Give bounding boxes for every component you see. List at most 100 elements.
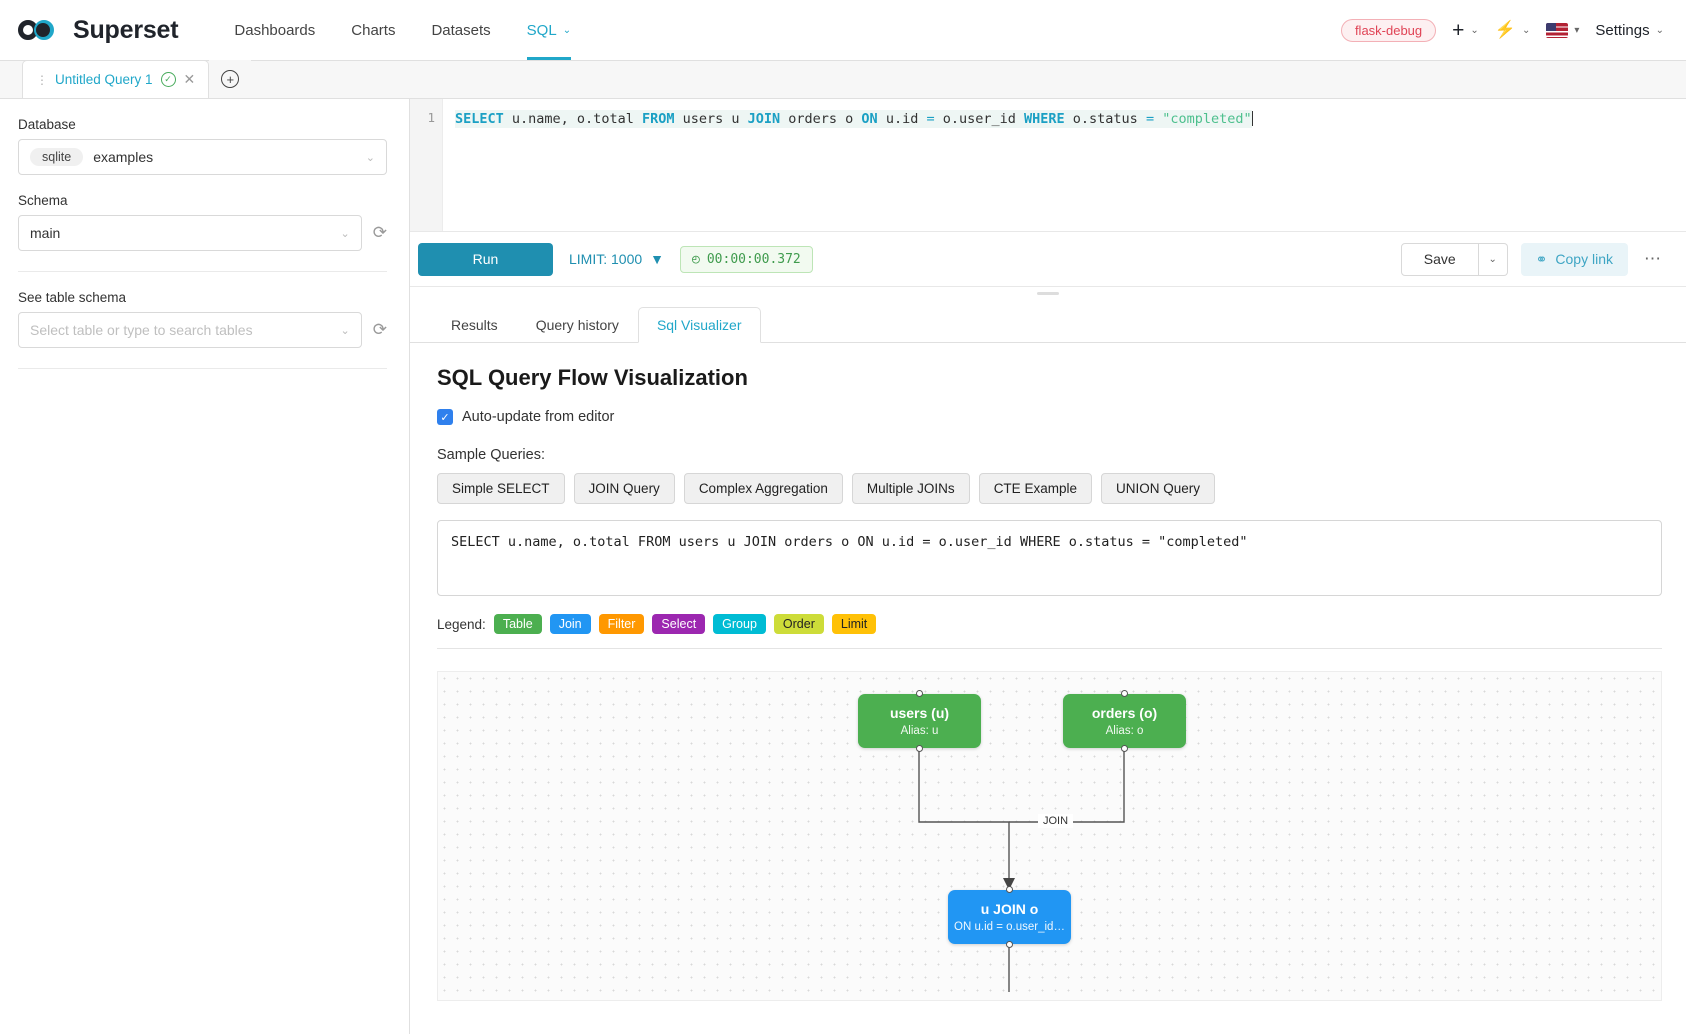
result-tabs: Results Query history Sql Visualizer: [410, 299, 1686, 343]
node-handle-top[interactable]: [1121, 690, 1128, 697]
tab-sql-visualizer[interactable]: Sql Visualizer: [637, 307, 761, 343]
node-handle-bottom[interactable]: [916, 745, 923, 752]
copy-link-button[interactable]: ⚭ Copy link: [1520, 242, 1628, 276]
database-engine-badge: sqlite: [30, 148, 84, 166]
save-dropdown-button[interactable]: ⌄: [1478, 242, 1508, 276]
text-cursor: [1251, 111, 1253, 126]
more-options-icon[interactable]: ⋯: [1644, 249, 1661, 268]
table-schema-label: See table schema: [18, 290, 127, 305]
flow-node-join[interactable]: u JOIN o ON u.id = o.user_id…: [948, 886, 1071, 948]
timer-value: 00:00:00.372: [706, 251, 801, 267]
sql-editor[interactable]: 1 SELECT u.name, o.total FROM users u JO…: [410, 99, 1686, 232]
sql-code-line: SELECT u.name, o.total FROM users u JOIN…: [455, 110, 1252, 128]
chevron-down-icon: ⌄: [562, 24, 572, 36]
line-number: 1: [427, 110, 435, 125]
limit-label: LIMIT: 1000: [569, 251, 643, 267]
nav-item-datasets[interactable]: Datasets: [413, 0, 508, 60]
node-handle-bottom[interactable]: [1006, 941, 1013, 948]
refresh-tables-icon[interactable]: ⟳: [372, 320, 387, 339]
tab-results[interactable]: Results: [432, 307, 517, 343]
sample-queries-label: Sample Queries:: [437, 447, 545, 463]
query-tab-strip: ⋮ Untitled Query 1 ✓ ✕ +: [0, 60, 1686, 99]
plus-circle-icon: +: [221, 70, 240, 88]
chevron-down-icon: ▼: [650, 251, 665, 267]
database-select[interactable]: sqlite examples ⌄: [18, 139, 387, 175]
legend-badge-limit: Limit: [831, 614, 877, 634]
sample-button-union-query[interactable]: UNION Query: [1100, 473, 1215, 504]
legend-badge-filter: Filter: [598, 614, 645, 634]
editor-code-area[interactable]: SELECT u.name, o.total FROM users u JOIN…: [443, 99, 1686, 231]
superset-logo[interactable]: Superset: [18, 15, 179, 45]
auto-update-row: ✓ Auto-update from editor: [437, 409, 1662, 425]
chevron-down-icon: ⌄: [340, 227, 350, 240]
tab-query-history[interactable]: Query history: [517, 307, 638, 343]
run-button[interactable]: Run: [418, 242, 553, 276]
query-input-textarea[interactable]: [437, 520, 1662, 596]
flow-node-orders[interactable]: orders (o) Alias: o: [1063, 690, 1186, 752]
query-tab-label: Untitled Query 1: [55, 72, 153, 87]
query-tab-untitled-query-1[interactable]: ⋮ Untitled Query 1 ✓ ✕: [22, 60, 210, 98]
nav-item-sql[interactable]: SQL ⌄: [509, 0, 589, 60]
node-handle-top[interactable]: [1006, 886, 1013, 893]
top-navbar: Superset Dashboards Charts Datasets SQL …: [0, 0, 1686, 61]
editor-toolbar: Run LIMIT: 1000 ▼ ◴ 00:00:00.372 Save ⌄ …: [410, 232, 1686, 287]
copy-link-label: Copy link: [1555, 251, 1613, 267]
sample-query-buttons: Simple SELECT JOIN Query Complex Aggrega…: [437, 473, 1662, 504]
language-selector[interactable]: ▾: [1546, 22, 1579, 38]
flow-canvas[interactable]: JOIN users (u) Alias: u orders (o) Alias…: [437, 671, 1662, 1001]
chevron-down-icon: ⌄: [1488, 253, 1497, 265]
refresh-schema-icon[interactable]: ⟳: [372, 223, 387, 242]
clock-icon: ◴: [692, 251, 700, 267]
nav-links: Dashboards Charts Datasets SQL ⌄: [216, 0, 589, 60]
flow-edges: [918, 748, 1125, 992]
infinity-logo-icon: [18, 17, 64, 43]
limit-dropdown[interactable]: LIMIT: 1000 ▼: [569, 251, 664, 267]
add-query-tab-button[interactable]: +: [209, 60, 252, 98]
flow-node-users[interactable]: users (u) Alias: u: [858, 690, 981, 752]
auto-update-checkbox[interactable]: ✓: [437, 409, 453, 425]
brand-name: Superset: [73, 15, 179, 44]
settings-menu[interactable]: Settings ⌄: [1595, 22, 1664, 39]
auto-update-label: Auto-update from editor: [462, 409, 615, 425]
flow-node-join-title: u JOIN o: [980, 901, 1039, 917]
legend-badge-order: Order: [773, 614, 824, 634]
database-label: Database: [18, 117, 76, 132]
success-check-icon: ✓: [160, 72, 176, 87]
nav-item-dashboards[interactable]: Dashboards: [216, 0, 333, 60]
sample-button-cte-example[interactable]: CTE Example: [978, 473, 1092, 504]
editor-pane: 1 SELECT u.name, o.total FROM users u JO…: [410, 99, 1686, 1034]
sample-button-complex-aggregation[interactable]: Complex Aggregation: [683, 473, 843, 504]
quick-actions-button[interactable]: ⚡ ⌄: [1495, 20, 1531, 40]
table-search-input[interactable]: Select table or type to search tables ⌄: [18, 312, 362, 348]
sample-button-multiple-joins[interactable]: Multiple JOINs: [851, 473, 970, 504]
chevron-down-icon: ⌄: [340, 324, 350, 337]
tab-query-history-label: Query history: [535, 317, 619, 333]
sample-button-simple-select[interactable]: Simple SELECT: [437, 473, 565, 504]
schema-value: main: [30, 225, 61, 241]
nav-item-charts[interactable]: Charts: [333, 0, 413, 60]
lightning-bolt-icon: ⚡: [1494, 20, 1516, 39]
save-button-group: Save ⌄: [1400, 242, 1508, 276]
pane-resize-handle[interactable]: [410, 287, 1686, 299]
drag-handle-icon[interactable]: ⋮: [36, 72, 48, 87]
left-panel: Database sqlite examples ⌄ Schema main ⌄…: [0, 99, 410, 1034]
chevron-down-icon: ⌄: [365, 151, 375, 164]
legend-badge-table: Table: [493, 614, 542, 634]
link-icon: ⚭: [1535, 250, 1548, 267]
close-icon[interactable]: ✕: [183, 71, 196, 87]
sample-button-join-query[interactable]: JOIN Query: [573, 473, 675, 504]
schema-select[interactable]: main ⌄: [18, 215, 362, 251]
new-item-button[interactable]: + ⌄: [1452, 20, 1479, 41]
database-value: examples: [93, 149, 154, 165]
legend-badge-join: Join: [549, 614, 591, 634]
legend-badge-select: Select: [652, 614, 706, 634]
schema-label: Schema: [18, 193, 68, 208]
nav-item-charts-label: Charts: [351, 21, 396, 39]
legend-badge-group: Group: [713, 614, 766, 634]
node-handle-top[interactable]: [916, 690, 923, 697]
save-button[interactable]: Save: [1400, 242, 1479, 276]
legend-label: Legend:: [437, 616, 486, 632]
settings-label: Settings: [1595, 21, 1650, 39]
node-handle-bottom[interactable]: [1121, 745, 1128, 752]
chevron-down-icon: ⌄: [1470, 24, 1479, 36]
